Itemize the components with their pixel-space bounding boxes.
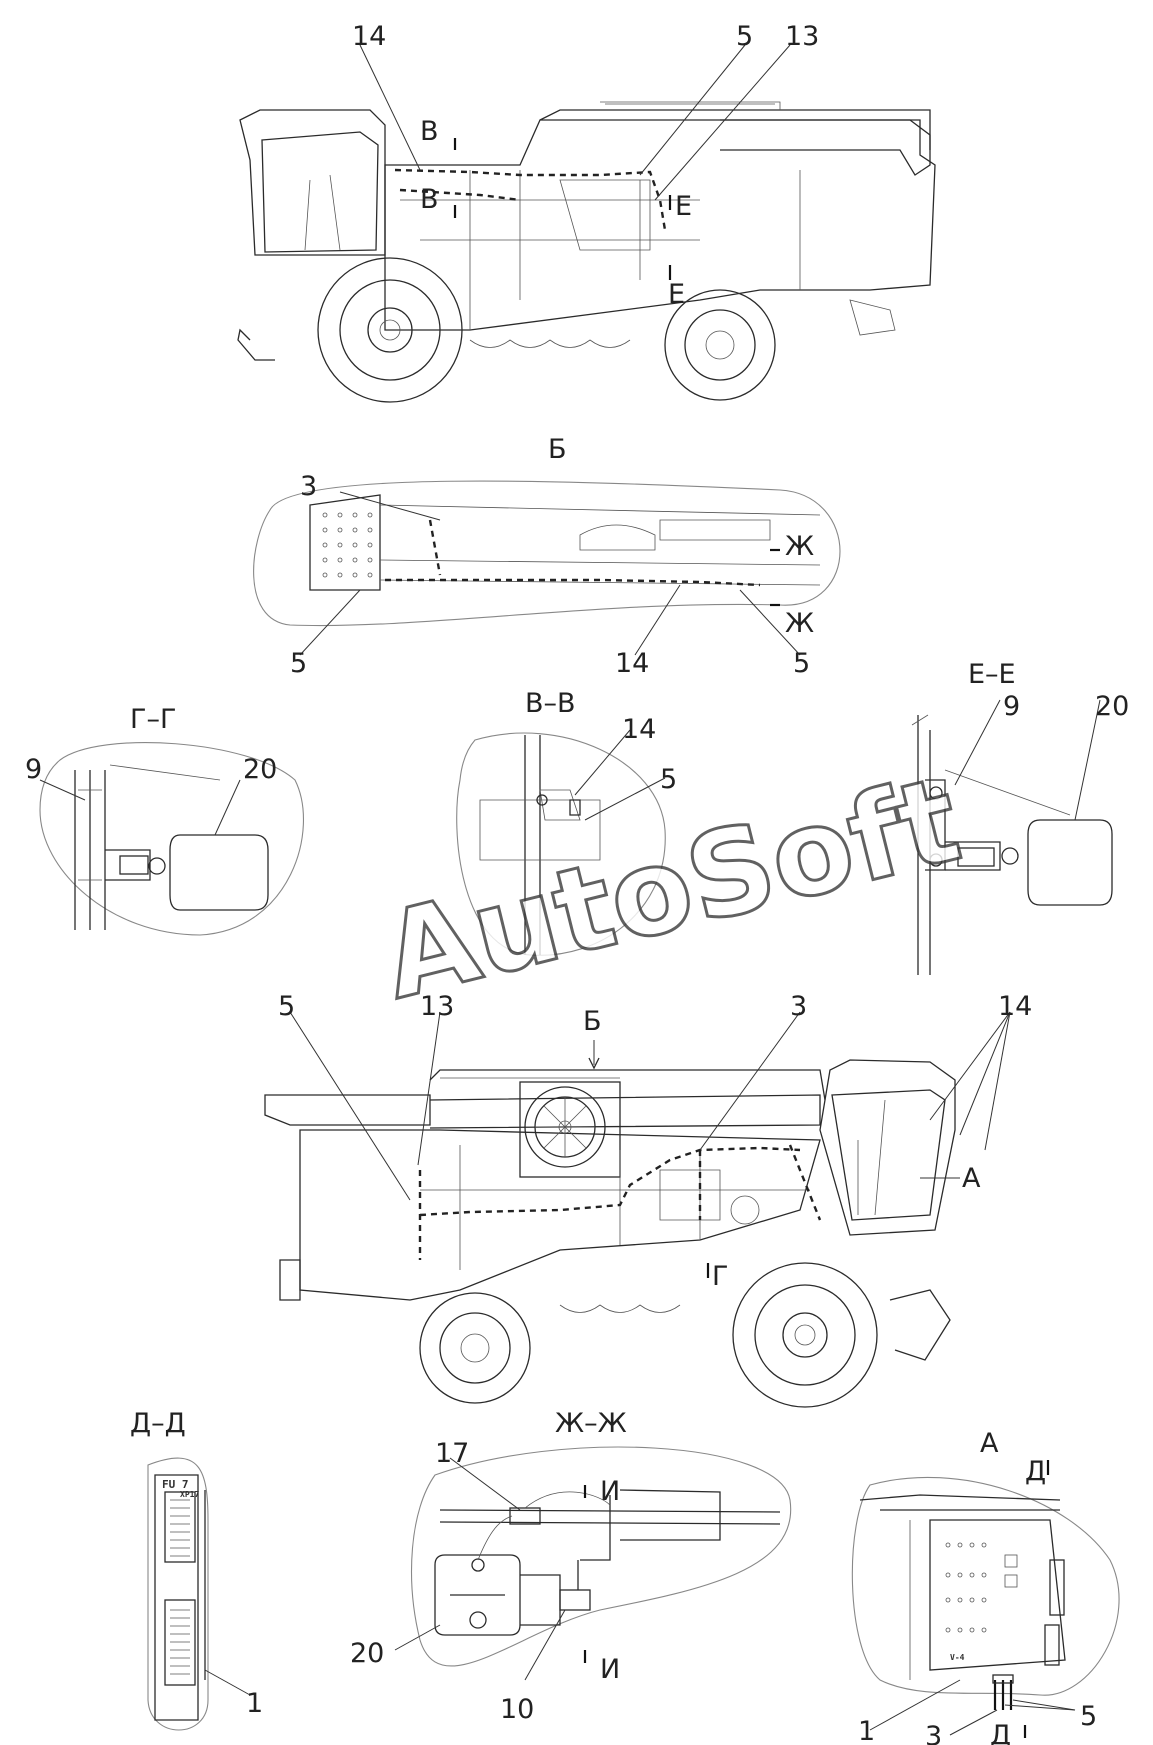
view-b-detail (253, 480, 841, 656)
section-mark-e-lower: Е (668, 279, 685, 310)
view-a-callout-1: 1 (858, 1716, 875, 1745)
section-vv-callout-14: 14 (622, 714, 656, 745)
section-zz-callout-17: 17 (435, 1438, 469, 1469)
callout-13-top: 13 (785, 21, 819, 52)
section-ee-title: Е–Е (968, 659, 1016, 690)
section-dd-detail (147, 1457, 251, 1731)
bottom-callout-5: 5 (278, 991, 295, 1022)
section-dd-plate-label: FU 7 (162, 1478, 189, 1491)
view-a-mark-d-lower: Д (990, 1720, 1011, 1745)
view-a-title: А (980, 1428, 999, 1459)
view-a-callout-3: 3 (925, 1721, 942, 1745)
combine-side-view-bottom (264, 1011, 1011, 1408)
section-ee-detail (911, 699, 1113, 975)
section-zz-mark-i-upper: И (600, 1476, 620, 1507)
section-ee-callout-9: 9 (1003, 691, 1020, 722)
section-gg-callout-20: 20 (243, 754, 277, 785)
section-mark-v-upper: В (420, 116, 439, 147)
bottom-section-mark-g: Г (712, 1261, 728, 1292)
section-zz-callout-10: 10 (500, 1694, 534, 1725)
section-dd-small-label: XP17 (180, 1490, 199, 1499)
section-ee-callout-20: 20 (1095, 691, 1129, 722)
section-zz-title: Ж–Ж (555, 1408, 627, 1439)
bottom-callout-3: 3 (790, 991, 807, 1022)
section-vv-callout-5: 5 (660, 764, 677, 795)
view-a-callout-5: 5 (1080, 1701, 1097, 1732)
section-dd-callout-1: 1 (246, 1688, 263, 1719)
callout-5-top: 5 (736, 21, 753, 52)
view-b-title: Б (548, 434, 567, 465)
view-a-small-label: V-4 (950, 1653, 965, 1662)
bottom-callout-13: 13 (420, 991, 454, 1022)
bottom-view-b-arrow-label: Б (583, 1006, 602, 1037)
section-gg-title: Г–Г (130, 704, 176, 735)
view-b-mark-zh-lower: Ж (785, 608, 814, 639)
section-mark-v-lower: В (420, 184, 439, 215)
section-zz-callout-20: 20 (350, 1638, 384, 1669)
view-b-callout-5-left: 5 (290, 648, 307, 679)
section-gg-callout-9: 9 (25, 754, 42, 785)
section-zz-mark-i-lower: И (600, 1654, 620, 1685)
bottom-callout-a: А (962, 1163, 981, 1194)
section-vv-title: В–В (525, 688, 576, 719)
view-a-mark-d-upper: Д (1025, 1456, 1046, 1487)
section-vv-detail (456, 729, 666, 956)
view-b-callout-14: 14 (615, 648, 649, 679)
view-b-callout-5-right: 5 (793, 648, 810, 679)
bottom-callout-14: 14 (998, 991, 1032, 1022)
view-b-mark-zh-upper: Ж (785, 531, 814, 562)
view-b-callout-3: 3 (300, 471, 317, 502)
callout-14-top: 14 (352, 21, 386, 52)
section-zz-detail (394, 1446, 792, 1681)
view-a-detail (851, 1460, 1120, 1738)
section-dd-title: Д–Д (130, 1408, 186, 1439)
section-mark-e-upper: Е (675, 191, 692, 222)
section-gg-detail (39, 742, 304, 936)
combine-side-view-top (237, 44, 936, 403)
